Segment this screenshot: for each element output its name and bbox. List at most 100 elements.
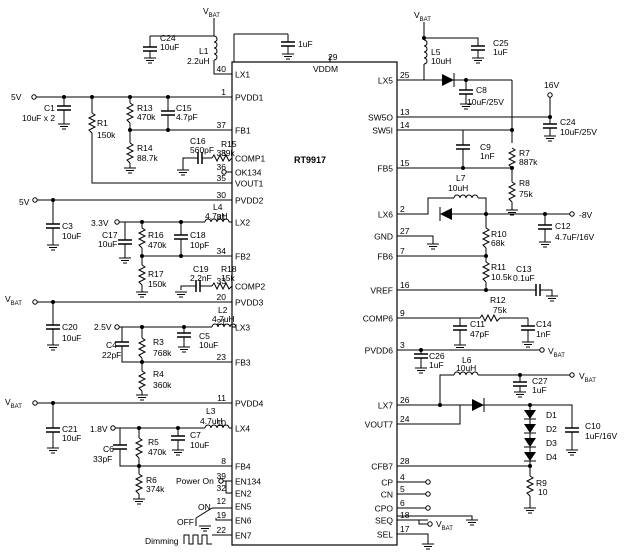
pin-label-lx4: LX4 (235, 424, 250, 434)
c8-value: 10uF/25V (467, 97, 504, 107)
r4-label: R4 (153, 369, 164, 379)
pin-label-sw5o: SW5O (368, 113, 393, 123)
c14-label: C14 (536, 319, 552, 329)
r6-label: R6 (146, 475, 157, 485)
pin-label-cpo: CPO (375, 504, 394, 514)
pin-label-cp: CP (381, 478, 393, 488)
led-d4 (524, 452, 536, 462)
l2-value: 4.7uH (212, 314, 235, 324)
pin-number-24: 24 (400, 414, 410, 424)
pin-number-32: 32 (217, 483, 227, 493)
r14-value: 88.7k (137, 153, 159, 163)
d2-label: D2 (546, 424, 557, 434)
pin-label-comp1: COMP1 (235, 154, 266, 164)
led-d1 (524, 410, 536, 420)
pin-number-25: 25 (400, 70, 410, 80)
l7-value: 10uH (448, 183, 468, 193)
c10-value: 1uF/16V (585, 431, 617, 441)
ic-body (231, 61, 398, 546)
r5-value: 470k (148, 447, 167, 457)
c17-value: 10uF (98, 239, 117, 249)
pin-number-1: 1 (221, 87, 226, 97)
c24b-value: 10uF/25V (560, 127, 597, 137)
r4-value: 360k (153, 380, 172, 390)
c27-label: C27 (532, 376, 548, 386)
v16-label: 16V (544, 80, 559, 90)
svg-text:VBAT: VBAT (414, 10, 431, 23)
c19-label: C19 (193, 264, 209, 274)
pin-number-22: 22 (217, 525, 227, 535)
pin-label-lx5: LX5 (378, 76, 393, 86)
pin-number-6: 6 (400, 498, 405, 508)
pin-number-8: 8 (221, 456, 226, 466)
c13-value: 0.1uF (513, 273, 535, 283)
r12-label: R12 (490, 295, 506, 305)
c10-label: C10 (585, 421, 601, 431)
pin-label-lx7: LX7 (378, 401, 393, 411)
c9-value: 1nF (480, 151, 495, 161)
pin-label-fb3: FB3 (235, 358, 251, 368)
pin-label-fb6: FB6 (377, 252, 393, 262)
c8-label: C8 (476, 85, 487, 95)
pin-number-16: 16 (400, 280, 410, 290)
r15-value: 39k (221, 148, 235, 158)
pin-label-pvdd3: PVDD3 (235, 298, 264, 308)
c15-value: 4.7pF (176, 112, 198, 122)
led-d3 (524, 438, 536, 448)
r5-label: R5 (148, 437, 159, 447)
pin-label-comp2: COMP2 (235, 282, 266, 292)
pin-number-12: 12 (217, 496, 227, 506)
pin-number-3: 3 (400, 340, 405, 350)
pin-number-13: 13 (400, 107, 410, 117)
c11-label: C11 (470, 319, 485, 329)
c6-value: 33pF (93, 454, 112, 464)
pin-label-lx3: LX3 (235, 323, 250, 333)
l4-label: L4 (213, 202, 223, 212)
r7-value: 887k (519, 157, 538, 167)
pin-number-40: 40 (217, 64, 227, 74)
vbat-top-label: VBAT (203, 6, 220, 19)
c18-value: 10pF (190, 240, 209, 250)
pins-left: LX140PVDD11FB137COMP138OK13436VOUT135PVD… (217, 64, 266, 541)
pin-number-39: 39 (217, 471, 227, 481)
c17-label: C17 (102, 230, 118, 240)
pin-label-pvdd6: PVDD6 (365, 346, 394, 356)
pin-label-sel: SEL (377, 530, 393, 540)
pin-label-en134: EN134 (235, 477, 261, 487)
lx5-diode (442, 74, 454, 86)
c1-label: C1 (44, 103, 55, 113)
pin-label-en2: EN2 (235, 489, 252, 499)
svg-text:VBAT: VBAT (5, 294, 22, 307)
pin-label-lx2: LX2 (235, 218, 250, 228)
pin-number-18: 18 (400, 510, 410, 520)
r15-label: R15 (221, 139, 237, 149)
c25-label: C25 (493, 38, 509, 48)
r1-label: R1 (97, 118, 108, 128)
r13-label: R13 (137, 103, 153, 113)
r8-value: 75k (519, 189, 533, 199)
svg-text:VBAT: VBAT (579, 371, 596, 384)
v18-label: 1.8V (90, 424, 108, 434)
c3-label: C3 (62, 221, 73, 231)
c3-value: 10uF (62, 231, 81, 241)
pin-number-37: 37 (217, 120, 227, 130)
c24b-label: C24 (560, 117, 576, 127)
pin-label-lx1: LX1 (235, 70, 250, 80)
c1-value: 10uF x 2 (22, 113, 55, 123)
d1-label: D1 (546, 410, 557, 420)
dimming-label: Dimming (145, 536, 179, 546)
v33-label: 3.3V (91, 218, 109, 228)
pin-label-vout1: VOUT1 (235, 179, 264, 189)
c27-value: 1uF (532, 385, 547, 395)
pin-label-en6: EN6 (235, 516, 252, 526)
chip-name: RT9917 (294, 155, 326, 165)
r18-label: R18 (221, 264, 237, 274)
d4-label: D4 (546, 452, 557, 462)
pin-label-ok134: OK134 (235, 168, 262, 178)
c12-label: C12 (555, 221, 571, 231)
c5-label: C5 (199, 331, 210, 341)
pin-label-fb4: FB4 (235, 462, 251, 472)
c5-value: 10uF (199, 340, 218, 350)
pin-number-20: 20 (217, 292, 227, 302)
pin-number-34: 34 (217, 246, 227, 256)
